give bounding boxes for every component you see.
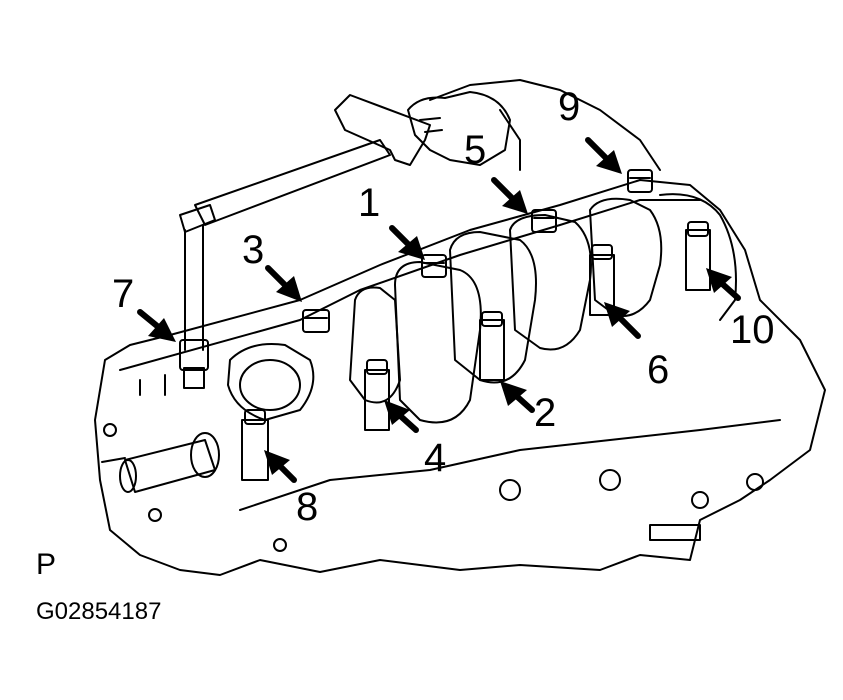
main-bearing-bolts <box>241 169 711 481</box>
front-bearing <box>227 343 315 421</box>
callout-label-9: 9 <box>558 85 581 129</box>
hand <box>407 91 511 166</box>
callout-label-4: 4 <box>424 436 447 480</box>
callout-label-3: 3 <box>242 228 265 272</box>
torque-wrench-handle <box>334 94 431 166</box>
torque-wrench-bar <box>194 139 391 226</box>
engine-rear-contour <box>429 79 661 171</box>
crank-throw-3 <box>509 214 592 351</box>
callout-label-7: 7 <box>112 272 135 316</box>
callout-label-2: 2 <box>534 391 557 435</box>
block-top-rail <box>119 199 701 371</box>
callout-label-1: 1 <box>358 181 381 225</box>
block-outline <box>94 179 826 576</box>
extension-shaft <box>184 224 204 351</box>
callout-label-6: 6 <box>647 348 670 392</box>
callout-label-10: 10 <box>730 308 775 352</box>
block-lower-rail <box>239 419 781 511</box>
crank-snout <box>124 439 216 493</box>
corner-mark: P <box>36 548 57 581</box>
crank-throw-4 <box>589 197 663 317</box>
rear-flange <box>659 193 737 321</box>
crank-throw-1 <box>394 261 482 424</box>
crank-throw-5 <box>349 286 401 404</box>
callout-arrows <box>137 137 741 483</box>
figure-code: G02854187 <box>36 598 162 625</box>
callout-label-5: 5 <box>464 128 487 172</box>
crank-throw-2 <box>449 231 537 384</box>
callout-label-8: 8 <box>296 485 319 529</box>
